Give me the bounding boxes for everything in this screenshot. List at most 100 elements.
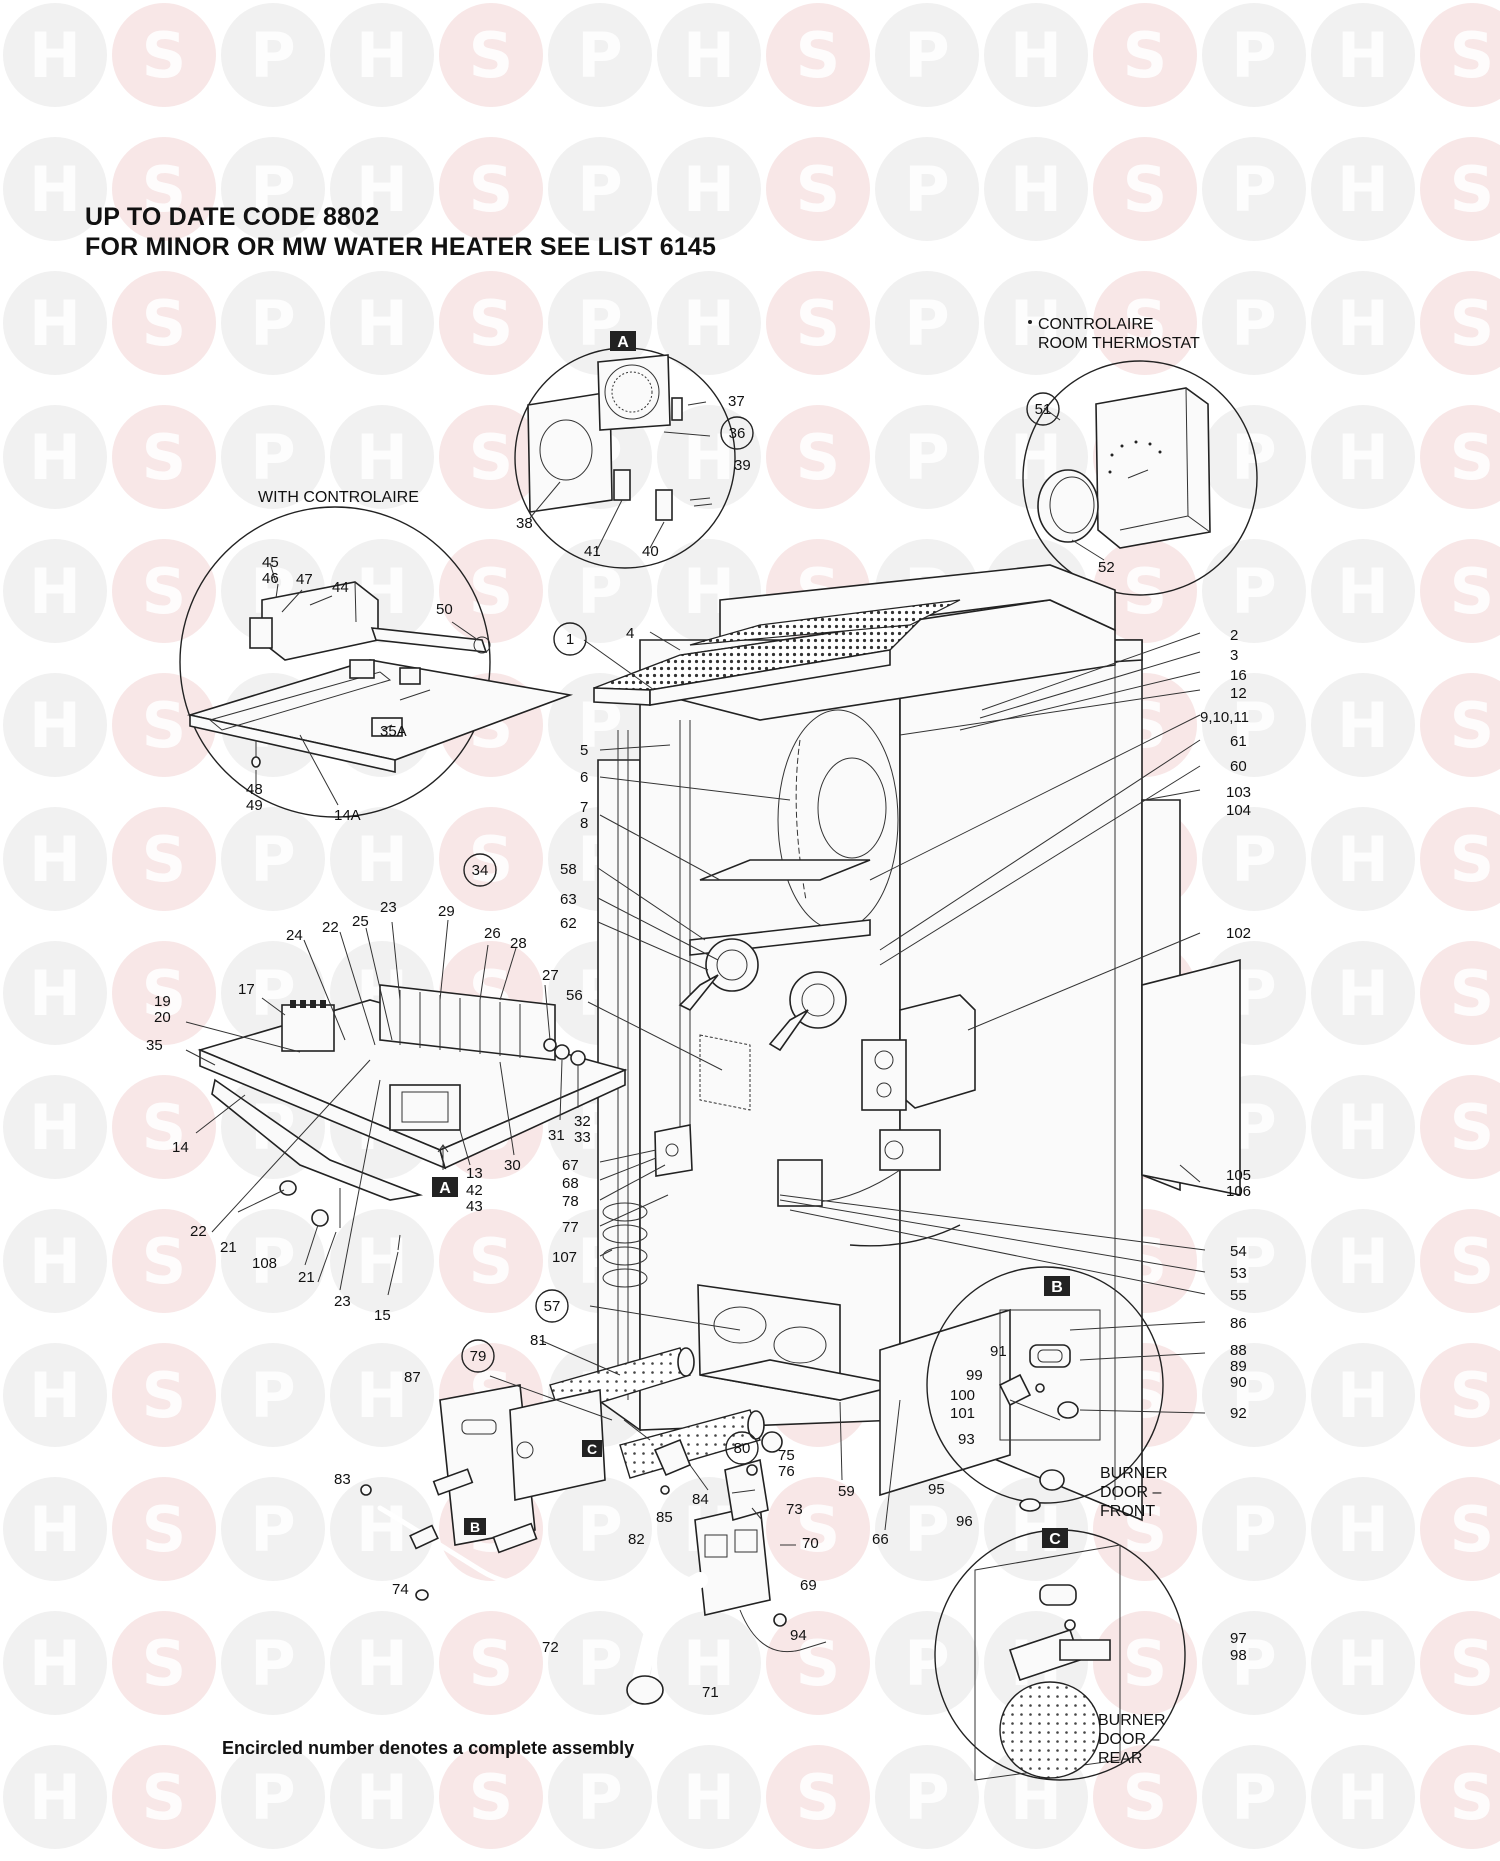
watermark-letter: S — [142, 1627, 187, 1700]
watermark-letter: H — [1337, 1761, 1389, 1834]
label-35a: 35A — [380, 723, 407, 740]
header-line-2: FOR MINOR OR MW WATER HEATER SEE LIST 61… — [85, 233, 717, 261]
watermark-letter: S — [469, 1225, 514, 1298]
watermark-h-circle: H — [3, 1209, 107, 1313]
watermark-letter: H — [356, 153, 408, 226]
with-controlaire-detail: WITH CONTROLAIRE — [179, 489, 574, 818]
watermark-letter: S — [142, 19, 187, 92]
watermark-h-circle: H — [1311, 807, 1415, 911]
watermark-letter: H — [1337, 153, 1389, 226]
watermark-s-circle: S — [112, 137, 216, 241]
watermark-letter: S — [1450, 555, 1495, 628]
watermark-letter: S — [469, 823, 514, 896]
label-15: 15 — [374, 1307, 391, 1324]
watermark-letter: P — [1231, 689, 1276, 762]
label-96: 96 — [956, 1513, 973, 1530]
watermark-letter: S — [469, 19, 514, 92]
watermark-p-circle: P — [1202, 137, 1306, 241]
watermark-p-circle: P — [1202, 807, 1306, 911]
watermark-p-circle: P — [221, 405, 325, 509]
watermark-s-circle: S — [439, 1611, 543, 1715]
watermark-letter: H — [1010, 287, 1062, 360]
watermark-h-circle: H — [3, 539, 107, 643]
watermark-letter: S — [142, 1359, 187, 1432]
watermark-letter: P — [250, 19, 295, 92]
watermark-p-circle: P — [548, 137, 652, 241]
label-12: 12 — [1230, 685, 1247, 702]
watermark-letter: S — [1450, 689, 1495, 762]
watermark-letter: P — [1231, 1761, 1276, 1834]
watermark-p-circle: P — [1202, 3, 1306, 107]
watermark-p-circle: P — [1202, 673, 1306, 777]
watermark-letter: P — [904, 19, 949, 92]
watermark-letter: H — [1337, 1493, 1389, 1566]
label-35: 35 — [146, 1037, 163, 1054]
watermark-letter: S — [1450, 1359, 1495, 1432]
watermark-letter: H — [29, 287, 81, 360]
watermark-h-circle: H — [3, 807, 107, 911]
watermark-letter: H — [356, 1627, 408, 1700]
watermark-letter: P — [904, 421, 949, 494]
watermark-h-circle: H — [984, 3, 1088, 107]
label-25: 25 — [352, 913, 369, 930]
watermark-letter: S — [142, 555, 187, 628]
watermark-s-circle: S — [766, 405, 870, 509]
watermark-letter: P — [1231, 1493, 1276, 1566]
watermark-s-circle: S — [1093, 137, 1197, 241]
watermark-p-circle: P — [221, 1477, 325, 1581]
label-76: 76 — [778, 1463, 795, 1480]
label-105: 105 — [1226, 1167, 1251, 1184]
watermark-h-circle: H — [657, 3, 761, 107]
watermark-s-circle: S — [112, 1075, 216, 1179]
watermark-s-circle: S — [1420, 405, 1500, 509]
header-line-1: UP TO DATE CODE 8802 — [85, 203, 380, 231]
label-23-bottom: 23 — [334, 1293, 351, 1310]
watermark-p-circle: P — [221, 1343, 325, 1447]
watermark-s-circle: S — [439, 3, 543, 107]
label-28: 28 — [510, 935, 527, 952]
label-88: 88 — [1230, 1342, 1247, 1359]
watermark-letter: S — [1450, 1761, 1495, 1834]
watermark-s-circle: S — [1420, 673, 1500, 777]
controlaire-thermostat-detail: CONTROLAIRE ROOM THERMOSTAT — [1022, 316, 1258, 596]
label-54: 54 — [1230, 1243, 1247, 1260]
watermark-p-circle: P — [221, 3, 325, 107]
watermark-letter: H — [1337, 1225, 1389, 1298]
watermark-letter: H — [29, 421, 81, 494]
label-16: 16 — [1230, 667, 1247, 684]
caption-room-thermostat: ROOM THERMOSTAT — [1038, 335, 1200, 352]
label-27: 27 — [542, 967, 559, 984]
watermark-h-circle: H — [1311, 137, 1415, 241]
encircled-80 — [725, 1431, 759, 1465]
watermark-letter: S — [142, 1225, 187, 1298]
watermark-letter: P — [904, 1761, 949, 1834]
watermark-letter: S — [796, 421, 841, 494]
label-91: 91 — [990, 1343, 1007, 1360]
detail-c-burner-door-rear: C BURNER DOOR – REAR — [934, 1528, 1186, 1781]
label-73: 73 — [786, 1501, 803, 1518]
leader-lines — [185, 407, 1206, 1546]
label-81: 81 — [530, 1332, 547, 1349]
watermark-letter: P — [1231, 1627, 1276, 1700]
encircled-36 — [720, 416, 754, 450]
label-14: 14 — [172, 1139, 189, 1156]
watermark-p-circle: P — [1202, 1209, 1306, 1313]
label-21-left: 21 — [220, 1239, 237, 1256]
watermark-letter: P — [1231, 153, 1276, 226]
watermark-h-circle: H — [330, 137, 434, 241]
label-38: 38 — [516, 515, 533, 532]
watermark-letter: H — [29, 153, 81, 226]
watermark-s-circle: S — [1420, 539, 1500, 643]
watermark-letter: P — [1231, 287, 1276, 360]
encircled-79 — [461, 1339, 495, 1373]
label-45: 45 — [262, 554, 279, 571]
watermark-s-circle: S — [1093, 1611, 1197, 1715]
watermark-letter: P — [577, 1761, 622, 1834]
label-99: 99 — [966, 1367, 983, 1384]
watermark-letter: H — [1337, 19, 1389, 92]
caption-front: FRONT — [1100, 1503, 1155, 1520]
watermark-letter: P — [577, 1627, 622, 1700]
watermark-letter: H — [356, 1493, 408, 1566]
watermark-p-circle: P — [875, 1477, 979, 1581]
